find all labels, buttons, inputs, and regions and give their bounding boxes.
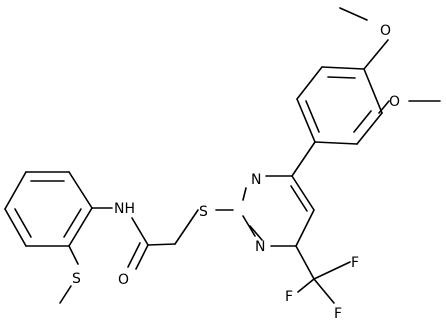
atom-n-ring-top: N (251, 172, 261, 188)
atom-f-3: F (334, 306, 342, 322)
atom-f-1: F (351, 255, 359, 271)
atom-o-right: O (389, 94, 400, 110)
atom-f-2: F (285, 289, 293, 305)
atom-s-methyl: S (72, 271, 81, 287)
atom-nh-amide: NH (114, 201, 135, 217)
atom-n-ring-bottom: N (255, 239, 265, 255)
atom-o-carbonyl: O (118, 272, 129, 288)
atom-s-thioether: S (199, 204, 208, 220)
atom-o-top: O (380, 23, 391, 39)
bond-lines (4, 7, 441, 304)
